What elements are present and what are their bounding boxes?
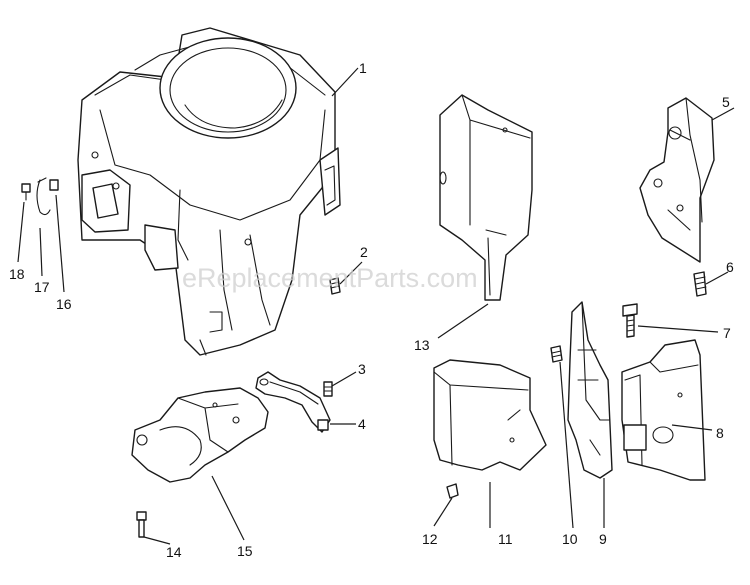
callout-16: 16 — [56, 296, 72, 312]
callout-13: 13 — [414, 337, 430, 353]
fastener-4 — [317, 419, 329, 431]
fastener-3 — [323, 381, 333, 397]
callout-17: 17 — [34, 279, 50, 295]
fastener-2 — [329, 277, 341, 295]
pin-18 — [21, 183, 31, 201]
fastener-10 — [550, 345, 563, 363]
callout-labels: 1 2 3 4 5 6 7 8 9 10 11 12 13 14 15 16 1… — [9, 60, 734, 560]
part-15-baffle — [131, 387, 269, 483]
part-11-shroud-lower — [433, 359, 547, 471]
callout-1: 1 — [359, 60, 367, 76]
part-13-shroud-upper — [439, 94, 533, 301]
fastener-7 — [622, 303, 638, 338]
fastener-14 — [136, 511, 147, 538]
fastener-6 — [693, 271, 707, 297]
watermark-text: eReplacementParts.com — [182, 263, 478, 293]
clip-17 — [36, 177, 51, 216]
callout-4: 4 — [358, 416, 366, 432]
callout-18: 18 — [9, 266, 25, 282]
callout-11: 11 — [498, 531, 513, 547]
fastener-12 — [446, 483, 459, 499]
callout-14: 14 — [166, 544, 182, 560]
part-5-shroud-bracket — [639, 97, 715, 263]
callout-2: 2 — [360, 244, 368, 260]
callout-15: 15 — [237, 543, 253, 559]
part-1-blower-housing — [77, 27, 341, 356]
callout-8: 8 — [716, 425, 724, 441]
callout-7: 7 — [723, 325, 731, 341]
callout-12: 12 — [422, 531, 438, 547]
part-8-plate — [621, 339, 706, 481]
callout-9: 9 — [599, 531, 607, 547]
callout-5: 5 — [722, 94, 730, 110]
callout-6: 6 — [726, 259, 734, 275]
part-9-bracket — [567, 301, 613, 479]
callout-10: 10 — [562, 531, 578, 547]
clip-16 — [49, 179, 59, 191]
leader-lines — [17, 67, 735, 545]
callout-3: 3 — [358, 361, 366, 377]
